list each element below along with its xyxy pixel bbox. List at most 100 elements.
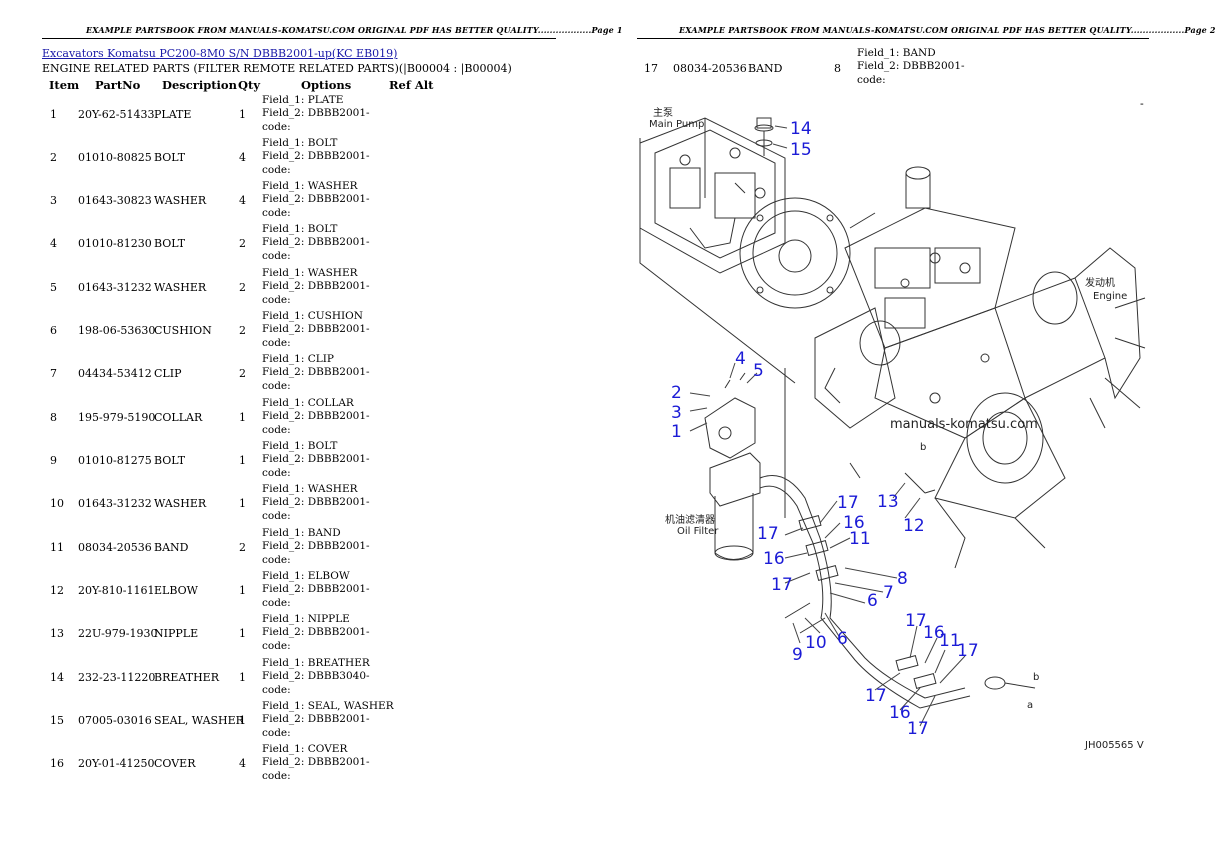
part-description: SEAL, WASHER: [154, 714, 244, 727]
option-field-1: Field_1: BOLT: [262, 223, 338, 235]
option-field-2: Field_2: DBBB3040-: [262, 670, 370, 683]
item-number: 13: [50, 627, 64, 640]
label-main-pump-en: Main Pump: [649, 119, 704, 130]
table-row: 17 08034-20536 BAND 8 Field_1: BAND Fiel…: [0, 47, 1190, 90]
breather-drawing: [754, 117, 774, 156]
part-qty: 4: [239, 194, 246, 207]
option-field-1: Field_1: WASHER: [262, 483, 358, 495]
option-field-1: Field_1: COVER: [262, 743, 348, 755]
part-description: COVER: [154, 757, 196, 770]
figure-code: JH005565 V: [1084, 740, 1144, 751]
part-number: 01010-80825: [78, 151, 152, 164]
option-code: code:: [262, 509, 291, 522]
option-field-2: Field_2: DBBB2001-: [857, 60, 965, 73]
flywheel-housing-drawing: [734, 182, 876, 309]
option-code: code:: [262, 726, 291, 739]
item-number: 1: [50, 108, 57, 121]
part-number: 20Y-62-51433: [78, 108, 155, 121]
part-description: CLIP: [154, 367, 182, 380]
callout-number: 17: [757, 524, 779, 544]
option-field-1: Field_1: BREATHER: [262, 657, 370, 669]
callout-number: 16: [763, 549, 785, 569]
option-code: code:: [262, 423, 291, 436]
part-number: 20Y-01-41250: [78, 757, 155, 770]
part-qty: 1: [239, 411, 246, 424]
option-field-1: Field_1: BAND: [857, 47, 936, 59]
col-head-partno: PartNo: [95, 78, 141, 92]
item-number: 3: [50, 194, 57, 207]
col-head-item: Item: [49, 78, 80, 92]
item-number: 10: [50, 497, 64, 510]
option-field-2: Field_2: DBBB2001-: [262, 583, 370, 596]
page1-header: EXAMPLE PARTSBOOK FROM MANUALS-KOMATSU.C…: [86, 25, 623, 35]
page2-header: EXAMPLE PARTSBOOK FROM MANUALS-KOMATSU.C…: [679, 25, 1216, 35]
option-code: code:: [262, 639, 291, 652]
option-code: code:: [262, 293, 291, 306]
option-field-2: Field_2: DBBB2001-: [262, 236, 370, 249]
part-qty: 2: [239, 324, 246, 337]
option-field-2: Field_2: DBBB2001-: [262, 410, 370, 423]
option-code: code:: [262, 379, 291, 392]
engine-drawing: [814, 166, 1146, 569]
part-description: NIPPLE: [154, 627, 199, 640]
item-number: 4: [50, 237, 57, 250]
part-qty: 2: [239, 367, 246, 380]
option-field-1: Field_1: BAND: [262, 527, 341, 539]
option-field-2: Field_2: DBBB2001-: [262, 713, 370, 726]
callout-number: 11: [849, 529, 871, 549]
callout-number: 17: [907, 719, 929, 739]
part-description: BOLT: [154, 454, 186, 467]
callout-number: 16: [889, 703, 911, 723]
option-field-2: Field_2: DBBB2001-: [262, 626, 370, 639]
part-number: 01643-30823: [78, 194, 152, 207]
breadcrumb-category-link[interactable]: Excavators Komatsu: [42, 47, 156, 60]
item-number: 5: [50, 281, 57, 294]
part-description: COLLAR: [154, 411, 203, 424]
part-description: CUSHION: [154, 324, 212, 337]
callout-number: 14: [790, 119, 812, 139]
option-code: code:: [262, 769, 291, 782]
part-number: 04434-53412: [78, 367, 152, 380]
callout-number: 10: [805, 633, 827, 653]
breadcrumb-model-link[interactable]: PC200-8M0 S/N DBBB2001-up(KC EB019): [159, 47, 398, 60]
leader-lines: [689, 125, 966, 727]
breadcrumb: Excavators Komatsu PC200-8M0 S/N DBBB200…: [42, 47, 397, 60]
callout-number: 17: [957, 641, 979, 661]
hose-drawing: [759, 462, 1036, 709]
option-code: code:: [262, 683, 291, 696]
part-number: 198-06-53630: [78, 324, 156, 337]
item-number: 15: [50, 714, 64, 727]
part-qty: 4: [239, 151, 246, 164]
item-number: 12: [50, 584, 64, 597]
part-qty: 8: [834, 62, 841, 75]
callout-number: 3: [671, 403, 682, 423]
item-number: 16: [50, 757, 64, 770]
part-description: BREATHER: [154, 671, 219, 684]
callout-number: 6: [867, 591, 878, 611]
part-number: 01643-31232: [78, 281, 152, 294]
col-head-description: Description: [162, 78, 237, 92]
marker-b: b: [1033, 672, 1039, 683]
callout-number: 13: [877, 492, 899, 512]
stray-dash: -: [1140, 97, 1144, 110]
part-number: 07005-03016: [78, 714, 152, 727]
part-number: 22U-979-1930: [78, 627, 158, 640]
